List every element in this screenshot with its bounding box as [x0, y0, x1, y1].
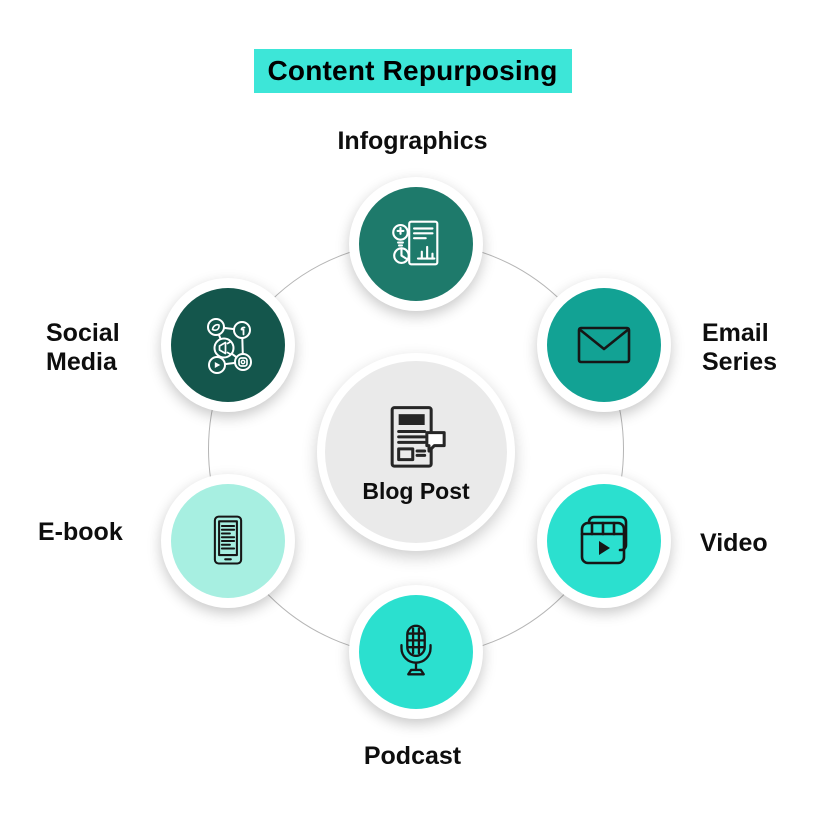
- node-video: [537, 474, 671, 608]
- node-label-podcast: Podcast: [363, 742, 462, 770]
- ebook-icon: [198, 511, 258, 571]
- center-node-blog-post: Blog Post: [317, 353, 515, 551]
- node-video-circle: [547, 484, 661, 598]
- node-label-ebook: E-book: [38, 518, 123, 546]
- node-label-social-media: Social Media: [46, 319, 120, 376]
- node-ebook-circle: [171, 484, 285, 598]
- node-social-media-circle: [171, 288, 285, 402]
- node-email-series-circle: [547, 288, 661, 402]
- node-label-infographics: Infographics: [337, 127, 488, 155]
- blog-post-icon: [377, 399, 455, 477]
- node-podcast: [349, 585, 483, 719]
- email-icon: [572, 313, 636, 377]
- node-infographics: [349, 177, 483, 311]
- social-media-icon: [196, 313, 260, 377]
- node-infographics-circle: [359, 187, 473, 301]
- center-label: Blog Post: [362, 478, 470, 504]
- page-title: Content Repurposing: [253, 48, 572, 93]
- node-label-email-series: Email Series: [702, 319, 778, 376]
- video-icon: [572, 509, 636, 573]
- node-email-series: [537, 278, 671, 412]
- center-node-circle: Blog Post: [325, 361, 507, 543]
- node-ebook: [161, 474, 295, 608]
- infographics-icon: [385, 213, 447, 275]
- node-label-video: Video: [700, 529, 768, 557]
- node-podcast-circle: [359, 595, 473, 709]
- title-bar: Content Repurposing: [0, 30, 825, 112]
- node-social-media: [161, 278, 295, 412]
- podcast-icon: [385, 621, 447, 683]
